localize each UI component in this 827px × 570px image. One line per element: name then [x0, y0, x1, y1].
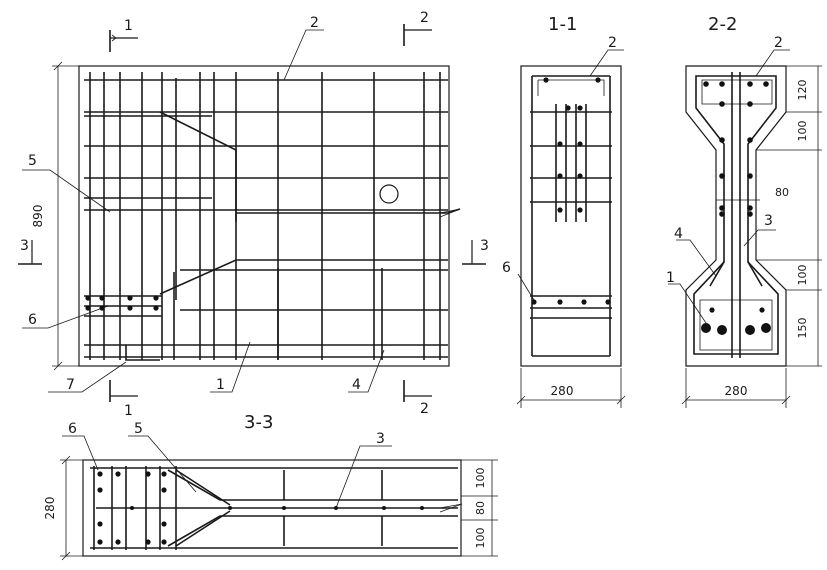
section-2-2-dots	[701, 81, 771, 335]
section-2-2-dim-150: 150	[796, 318, 809, 339]
elevation-bar-dots	[85, 295, 159, 311]
elevation-hole	[379, 184, 399, 204]
section-3-3-dim-80: 80	[474, 501, 487, 515]
cut-markers: 1 1 2 2 3 3	[18, 10, 489, 419]
section-1-1-vertical-bars	[555, 104, 587, 222]
cut-1-bottom: 1	[124, 403, 133, 419]
elevation-height-text: 890	[31, 205, 45, 228]
callout-2-section-1-1: 2	[608, 35, 617, 51]
section-2-2-dim-100-lower: 100	[796, 265, 809, 286]
callout-3-section-3-3: 3	[376, 431, 385, 447]
section-3-3: 3-3	[43, 412, 498, 561]
elevation-height-dimension: 890	[31, 61, 79, 371]
section-2-2-width-dimension: 280	[681, 368, 791, 408]
section-2-2-vertical-dimensions: 120 100 80 100 150	[716, 65, 822, 367]
section-3-3-callouts: 6 5 3	[62, 421, 392, 509]
section-3-3-dim-100-lower: 100	[474, 528, 487, 549]
section-3-3-outline	[82, 459, 462, 557]
section-1-1-horizontal-bars	[530, 111, 612, 319]
callout-1-section-2-2: 1	[666, 270, 675, 286]
callout-7-elevation: 7	[66, 377, 75, 393]
elevation-view: 890 2 5 6 7 1 4 1 1 2	[18, 10, 489, 419]
section-1-1-outline	[520, 65, 622, 367]
section-1-1-dots	[531, 77, 611, 305]
section-2-2-dim-80: 80	[775, 186, 789, 199]
section-3-3-dim-100-upper: 100	[474, 468, 487, 489]
callout-2-section-2-2: 2	[774, 35, 783, 51]
callout-5-elevation: 5	[28, 153, 37, 169]
section-2-2-callouts: 2 3 4 1	[666, 35, 790, 327]
cut-3-left: 3	[20, 238, 29, 254]
section-3-3-title: 3-3	[244, 412, 273, 433]
callout-3-section-2-2: 3	[764, 213, 773, 229]
section-3-3-height-text: 280	[43, 497, 57, 520]
callout-6-section-1-1: 6	[502, 260, 511, 276]
elevation-horizontal-bars	[84, 79, 448, 358]
callout-2-elevation: 2	[310, 15, 319, 31]
callout-4-section-2-2: 4	[674, 226, 683, 242]
callout-1-elevation: 1	[216, 377, 225, 393]
section-2-2-width-text: 280	[725, 384, 748, 398]
section-2-2-dim-120: 120	[796, 80, 809, 101]
elevation-vertical-bars	[89, 72, 441, 360]
section-3-3-transverse-bars	[93, 466, 383, 550]
elevation-callouts: 2 5 6 7 1 4	[22, 15, 385, 393]
section-2-2-dim-100-upper: 100	[796, 121, 809, 142]
section-1-1-width-dimension: 280	[516, 368, 626, 408]
section-1-1-title: 1-1	[548, 14, 577, 35]
section-2-2-stirrups	[699, 72, 773, 358]
cut-3-right: 3	[480, 238, 489, 254]
section-3-3-dots	[97, 471, 424, 545]
elevation-outline	[78, 65, 450, 367]
section-2-2: 2-2 2 3 4	[666, 14, 822, 408]
callout-6-elevation: 6	[28, 312, 37, 328]
section-3-3-right-dimensions: 100 80 100	[461, 459, 498, 557]
elevation-bent-bars	[125, 111, 461, 361]
cut-2-bottom: 2	[420, 401, 429, 417]
section-1-1-width-text: 280	[551, 384, 574, 398]
callout-4-elevation: 4	[352, 377, 361, 393]
callout-5-section-3-3: 5	[134, 421, 143, 437]
section-1-1: 1-1 6 2	[502, 14, 626, 408]
cut-1-top: 1	[124, 18, 133, 34]
section-3-3-height-dimension: 280	[43, 455, 83, 561]
cut-2-top: 2	[420, 10, 429, 26]
section-2-2-title: 2-2	[708, 14, 737, 35]
callout-6-section-3-3: 6	[68, 421, 77, 437]
section-3-3-longitudinal-bars	[90, 467, 463, 549]
